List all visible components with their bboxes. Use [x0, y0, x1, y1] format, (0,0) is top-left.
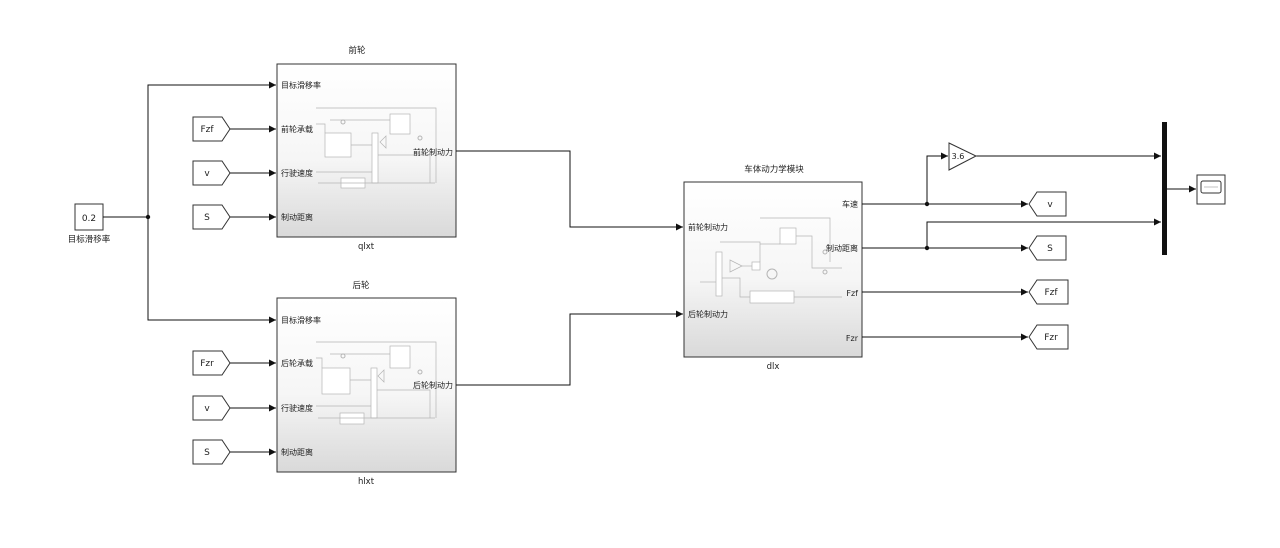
body-subsystem-title: 车体动力学模块: [744, 164, 804, 175]
body-input-port-1: 前轮制动力: [688, 222, 728, 232]
goto-tag-fzr[interactable]: Fzr: [1028, 324, 1069, 350]
front-subsystem-name: qlxt: [358, 242, 375, 252]
from-tag-front-v[interactable]: v: [192, 160, 231, 186]
goto-tag-s[interactable]: S: [1028, 235, 1067, 261]
front-input-port-2: 前轮承载: [281, 124, 313, 134]
front-input-port-3: 行驶速度: [281, 168, 313, 178]
goto-tag-v[interactable]: v: [1028, 191, 1067, 217]
gain-value: 3.6: [952, 152, 965, 161]
from-tag-label: v: [204, 169, 210, 179]
goto-tag-label: S: [1047, 244, 1053, 254]
body-output-port-4: Fzr: [846, 334, 859, 343]
front-wheel-subsystem[interactable]: 前轮 目标滑移率 前轮承载 行驶速度 制动距离 前轮制动力 qlxt: [276, 45, 457, 252]
rear-input-port-2: 后轮承载: [281, 358, 313, 368]
rear-wheel-subsystem[interactable]: 后轮 目标滑移率 后轮承载 行驶速度 制动距离 后轮制动力 hlxt: [276, 280, 457, 487]
goto-tag-fzf[interactable]: Fzf: [1028, 279, 1069, 305]
rear-input-port-3: 行驶速度: [281, 403, 313, 413]
from-tag-label: S: [204, 213, 210, 223]
constant-label: 目标滑移率: [68, 234, 111, 245]
body-output-port-1: 车速: [842, 199, 858, 209]
from-tag-rear-v[interactable]: v: [192, 395, 231, 421]
from-tag-label: Fzr: [200, 359, 214, 369]
body-output-port-2: 制动距离: [826, 243, 858, 253]
from-tag-front-s[interactable]: S: [192, 204, 231, 230]
front-output-port: 前轮制动力: [413, 147, 453, 157]
from-tag-rear-s[interactable]: S: [192, 439, 231, 465]
rear-input-port-4: 制动距离: [281, 447, 313, 457]
front-subsystem-thumbnail: [316, 107, 437, 189]
constant-block[interactable]: 0.2 目标滑移率: [68, 203, 111, 245]
output-wires: [862, 152, 1196, 341]
goto-tag-label: v: [1047, 200, 1053, 210]
from-tag-label: S: [204, 448, 210, 458]
body-input-port-2: 后轮制动力: [688, 309, 728, 319]
from-tag-rear-fzr[interactable]: Fzr: [192, 350, 231, 376]
scope-block[interactable]: [1196, 174, 1226, 205]
body-output-port-3: Fzf: [846, 289, 858, 298]
constant-value: 0.2: [82, 214, 96, 224]
rear-subsystem-title: 后轮: [352, 280, 370, 291]
from-tag-label: Fzf: [200, 125, 214, 135]
rear-subsystem-name: hlxt: [358, 477, 375, 487]
front-subsystem-title: 前轮: [348, 45, 366, 56]
gain-block[interactable]: 3.6: [948, 142, 978, 171]
front-input-port-4: 制动距离: [281, 212, 313, 222]
body-subsystem-thumbnail: [700, 217, 842, 304]
rear-input-port-1: 目标滑移率: [281, 315, 321, 325]
goto-tag-label: Fzr: [1044, 333, 1058, 343]
goto-tag-label: Fzf: [1044, 288, 1058, 298]
rear-subsystem-thumbnail: [316, 341, 437, 425]
from-tag-label: v: [204, 404, 210, 414]
front-input-port-1: 目标滑移率: [281, 80, 321, 90]
body-subsystem-name: dlx: [767, 362, 780, 372]
body-dynamics-subsystem[interactable]: 车体动力学模块 前轮制动力 后轮制动力 车速 制动距离 Fzf Fzr dlx: [683, 164, 863, 372]
from-tag-front-fzf[interactable]: Fzf: [192, 116, 231, 142]
rear-output-port: 后轮制动力: [413, 380, 453, 390]
mux-block[interactable]: [1162, 122, 1167, 255]
constant-wires: [103, 81, 276, 324]
